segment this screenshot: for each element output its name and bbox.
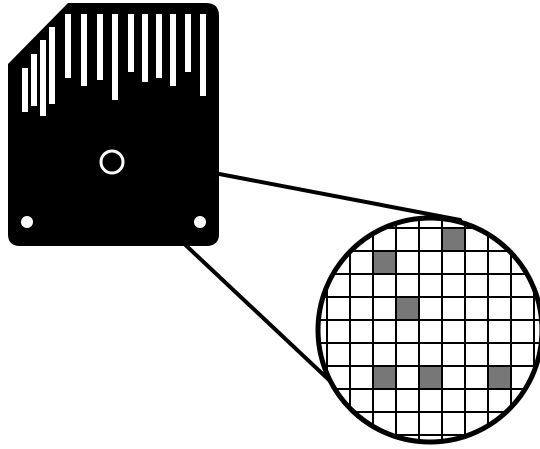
contact-slot	[156, 14, 162, 78]
contact-slot	[128, 14, 134, 72]
contact-slot	[40, 40, 46, 116]
contact-slot	[97, 14, 103, 80]
memory-cell-highlight	[373, 251, 396, 274]
contact-slot	[200, 14, 206, 96]
mounting-hole-right	[194, 216, 206, 228]
contact-slot	[185, 14, 191, 72]
focus-circle	[101, 151, 123, 173]
magnified-lens	[300, 200, 540, 449]
contact-slot	[65, 14, 71, 78]
contact-slot	[170, 14, 176, 86]
memory-cell-highlight	[419, 366, 442, 389]
contact-slot	[49, 27, 55, 104]
contact-slot	[142, 14, 148, 82]
memory-cell-highlight	[442, 228, 465, 251]
memory-cell-highlight	[373, 366, 396, 389]
contact-slot	[112, 14, 118, 100]
contact-slot	[81, 14, 87, 86]
memory-cell-highlight	[488, 366, 511, 389]
memory-cell-highlight	[396, 297, 419, 320]
contact-slot	[31, 54, 37, 106]
contact-slot	[22, 68, 28, 112]
mounting-hole-left	[21, 216, 33, 228]
zoom-line-bottom	[110, 174, 345, 395]
